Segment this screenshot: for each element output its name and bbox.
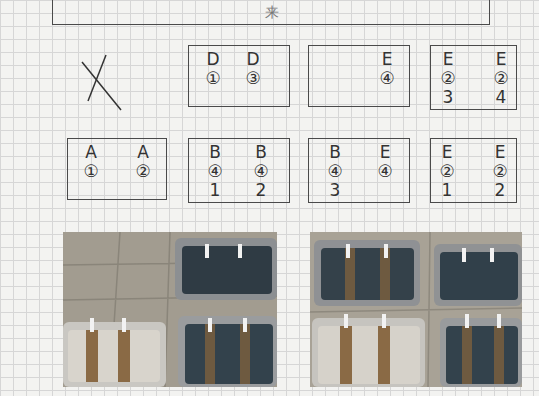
plot-box: E ② 1 E ② 2 <box>430 138 517 203</box>
planter-photo <box>310 232 522 387</box>
plot-label: E ② 3 <box>437 50 459 107</box>
cross-mark <box>82 62 121 110</box>
plot-box: B ④ 3 E ④ <box>308 138 410 203</box>
plot-box: A ① A ② <box>67 138 167 200</box>
plot-box: E ④ <box>308 45 410 107</box>
plot-label: E ④ <box>374 143 396 181</box>
plot-label: E ④ <box>376 50 398 88</box>
plot-label: E ② 4 <box>490 50 512 107</box>
plot-label: D ① <box>202 50 224 88</box>
plot-box: D ① D ③ <box>188 45 290 107</box>
plot-label: B ④ 3 <box>324 143 346 200</box>
header-box: 来 <box>52 0 490 25</box>
plot-label: B ④ 2 <box>250 143 272 200</box>
planter-photo <box>63 232 277 387</box>
plot-label: E ② 2 <box>489 143 511 200</box>
plot-label: A ① <box>80 143 102 181</box>
cross-mark <box>88 55 106 101</box>
header-text: 来 <box>265 4 279 20</box>
plot-label: D ③ <box>242 50 264 88</box>
plot-box: B ④ 1 B ④ 2 <box>188 138 290 203</box>
plot-label: B ④ 1 <box>204 143 226 200</box>
plot-label: E ② 1 <box>436 143 458 200</box>
plot-box: E ② 3 E ② 4 <box>430 45 517 110</box>
plot-label: A ② <box>132 143 154 181</box>
